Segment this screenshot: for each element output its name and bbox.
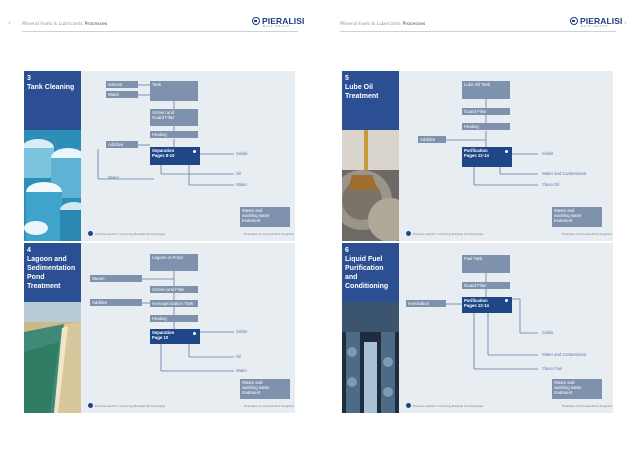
legend-dot-icon: [88, 231, 93, 236]
lagoon-pond-box: Lagoon or Pond: [150, 254, 198, 271]
screen-filter-box: Screen and Filter: [150, 286, 198, 293]
logo-mark-icon: [570, 17, 578, 25]
panel-liquid-fuel: 6 Liquid Fuel Purification and Condition…: [342, 243, 613, 413]
panel-title: 6 Liquid Fuel Purification and Condition…: [342, 243, 399, 302]
heating-box: Heating: [150, 315, 198, 322]
guard-filter-box: Guard Filter: [462, 108, 510, 115]
heating-box: Heating: [462, 123, 510, 130]
header-left-bold: Processes: [84, 21, 108, 27]
output-solids: Solids: [542, 151, 554, 156]
header-right-section: Mineral Fuels & Lubricants: [340, 21, 401, 27]
output-water-contaminant: Water and Contaminant: [542, 171, 587, 176]
purification-box: Purification Pages 12-14: [462, 297, 512, 313]
output-clean-fuel: Clean Fuel: [542, 366, 563, 371]
legend-text: Process section involving Pieralisi tech…: [95, 231, 166, 236]
waste-treatment-box: Waste and washing water treatment: [240, 379, 290, 399]
legend-pieralisi: Process section involving Pieralisi tech…: [406, 231, 483, 236]
panel-title: 4 Lagoon and Sedimentation Pond Treatmen…: [24, 243, 81, 302]
logo-mark-icon: [252, 17, 260, 25]
waste-treatment-box: Waste and washing water treatment: [240, 207, 290, 227]
screen-filter-box: Screen and Guard Filter: [150, 109, 198, 126]
panel-tank-cleaning: 3 Tank Cleaning Solvent Water Tank Scree…: [24, 71, 295, 241]
output-oil: Oil: [236, 354, 242, 359]
inertisation-box: Inertisation: [406, 300, 446, 307]
legend-example: Example of process flow diagram: [562, 404, 612, 408]
separation-box: Separation Page 10: [150, 329, 200, 344]
panel-lagoon: 4 Lagoon and Sedimentation Pond Treatmen…: [24, 243, 295, 413]
lagoon-photo: [24, 302, 81, 413]
logo-subtext: MAIP GROUP: [581, 25, 609, 28]
output-oil: Oil: [236, 171, 242, 176]
legend-text: Process section involving Pieralisi tech…: [95, 403, 166, 408]
panel-title: 5 Lube Oil Treatment: [342, 71, 399, 130]
output-clean-oil: Clean Oil: [542, 182, 560, 187]
output-water: Water: [236, 368, 248, 373]
header-rule-right: [340, 31, 616, 32]
heating-box: Heating: [150, 131, 198, 138]
waste-treatment-box: Waste and washing water treatment: [552, 379, 602, 399]
output-solids: Solids: [542, 330, 554, 335]
header-right-bold: Processes: [402, 21, 426, 27]
pieralisi-tech-icon: [504, 298, 509, 303]
header-left-section: Mineral Fuels & Lubricants: [22, 21, 83, 27]
pieralisi-tech-icon: [504, 149, 509, 154]
water-side-label: Water: [108, 175, 120, 180]
flow-lines: [97, 84, 234, 186]
legend-dot-icon: [88, 403, 93, 408]
legend-pieralisi: Process section involving Pieralisi tech…: [88, 403, 165, 408]
pieralisi-tech-icon: [192, 331, 197, 336]
tank-box: Tank: [150, 81, 198, 101]
solvent-box: Solvent: [106, 81, 138, 88]
legend-dot-icon: [406, 231, 411, 236]
output-water: Water: [236, 182, 248, 187]
legend-text: Process section involving Pieralisi tech…: [413, 231, 484, 236]
panel-title: 3 Tank Cleaning: [24, 71, 81, 130]
engine-room-photo: [342, 302, 399, 413]
prev-page-arrow[interactable]: ‹: [8, 19, 11, 27]
legend-pieralisi: Process section involving Pieralisi tech…: [88, 231, 165, 236]
output-solids: Solids: [236, 329, 248, 334]
water-input-box: Water: [106, 91, 138, 98]
flow-lines: [142, 271, 234, 372]
next-page-arrow[interactable]: ›: [624, 19, 627, 27]
panel-lube-oil: 5 Lube Oil Treatment Lube Oil Tank Guard…: [342, 71, 613, 241]
flow-lines: [446, 99, 538, 186]
logo-text: PIERALISI: [580, 16, 623, 26]
legend-text: Process section involving Pieralisi tech…: [413, 403, 484, 408]
legend-example: Example of process flow diagram: [562, 232, 612, 236]
legend-example: Example of process flow diagram: [244, 404, 294, 408]
purification-box: Purification Pages 12-14: [462, 147, 512, 167]
additive-box: Additive: [418, 136, 446, 143]
logo-text: PIERALISI: [262, 16, 305, 26]
fuel-tank-box: Fuel Tank: [462, 255, 510, 273]
gears-photo: [342, 130, 399, 241]
steam-box: Steam: [90, 275, 142, 282]
guard-filter-box: Guard Filter: [462, 282, 510, 289]
waste-treatment-box: Waste and washing water treatment: [552, 207, 602, 227]
pieralisi-tech-icon: [192, 149, 197, 154]
flow-lines: [446, 273, 538, 370]
tanks-photo: [24, 130, 81, 241]
legend-dot-icon: [406, 403, 411, 408]
additive-box: Additive: [106, 141, 138, 148]
output-water-contaminant: Water and Contaminant: [542, 352, 587, 357]
header-rule-left: [22, 31, 298, 32]
additive-box: Additive: [90, 299, 142, 306]
legend-example: Example of process flow diagram: [244, 232, 294, 236]
output-solids: Solids: [236, 151, 248, 156]
lube-oil-tank-box: Lube Oil Tank: [462, 81, 510, 99]
legend-pieralisi: Process section involving Pieralisi tech…: [406, 403, 483, 408]
logo-subtext: MAIP GROUP: [263, 25, 291, 28]
homogenization-box: Homogenization Tank: [150, 300, 198, 307]
separation-box: Separation Pages 8-10: [150, 147, 200, 165]
